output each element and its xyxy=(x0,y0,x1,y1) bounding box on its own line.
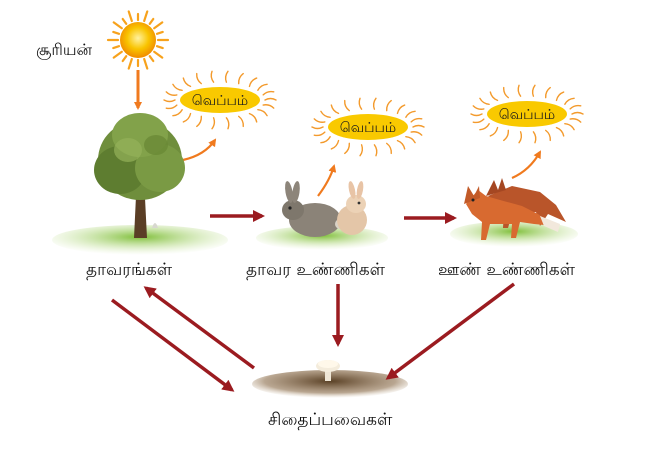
rabbits-illustration xyxy=(256,181,388,250)
heat-badge-plants: வெப்பம் xyxy=(163,70,277,130)
plants-label: தாவரங்கள் xyxy=(86,260,173,280)
decomposers-label: சிதைப்பவைகள் xyxy=(268,410,393,430)
arrow-decomposers-to-plants xyxy=(143,286,256,370)
heat-label: வெப்பம் xyxy=(192,93,248,109)
heat-badge-herbivores: வெப்பம் xyxy=(311,97,425,157)
arrow-plants-to-decomposers xyxy=(110,298,235,392)
carnivores-label: ஊண் உண்ணிகள் xyxy=(438,260,575,280)
heat-arrow-herbivores xyxy=(317,164,337,197)
heat-arrow-carnivores xyxy=(511,150,541,180)
heat-badge-carnivores: வெப்பம் xyxy=(470,84,584,144)
tree-illustration xyxy=(52,113,228,255)
soil-mushroom-illustration xyxy=(252,360,408,398)
heat-arrow-plants xyxy=(182,138,217,162)
heat-label: வெப்பம் xyxy=(340,120,396,136)
arrow-carnivores-to-decomposers xyxy=(385,282,516,380)
foxes-illustration xyxy=(450,178,578,247)
sun-label: சூரியன் xyxy=(36,40,93,59)
heat-rays xyxy=(470,84,584,144)
heat-rays xyxy=(163,70,277,130)
sun-icon xyxy=(106,10,170,70)
heat-rays xyxy=(311,97,425,157)
heat-label: வெப்பம் xyxy=(499,107,555,123)
herbivores-label: தாவர உண்ணிகள் xyxy=(246,260,385,280)
